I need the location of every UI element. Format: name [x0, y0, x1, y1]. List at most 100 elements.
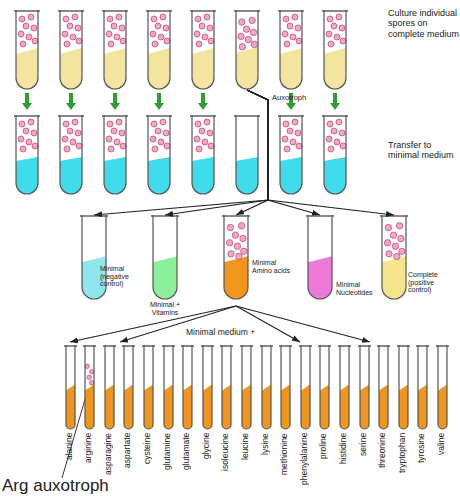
step-label: Minimal medium +: [186, 328, 255, 338]
culture-medium: [379, 385, 388, 430]
tube-lip: [318, 345, 331, 346]
culture-tube: [58, 10, 84, 89]
tube-glass: [224, 215, 248, 299]
test-tube: [318, 345, 331, 430]
spore: [90, 370, 94, 374]
tube-lip: [397, 345, 410, 346]
test-tube: [64, 345, 77, 430]
amino-acid-name: methionine: [279, 433, 292, 495]
tube-glass: [164, 345, 173, 429]
tube-glass: [382, 215, 406, 299]
culture-medium: [399, 385, 408, 430]
amino-acid-name: serine: [358, 433, 371, 495]
culture-medium: [183, 385, 192, 430]
step-label: Culture individual spores on complete me…: [388, 8, 460, 39]
culture-medium: [153, 256, 177, 299]
test-tube: [122, 345, 135, 430]
culture-medium: [382, 256, 406, 299]
spore: [87, 375, 91, 379]
minimal-tube: [190, 115, 216, 194]
test-tube-node: Minimal Amino acids: [222, 215, 250, 300]
spore: [226, 240, 232, 246]
tube-lip: [299, 345, 312, 346]
test-tube-node: serine: [358, 345, 371, 430]
culture-medium: [418, 385, 427, 430]
amino-acid-name: glutamate: [181, 433, 194, 495]
amino-acid-name: threonine: [377, 433, 390, 495]
tube-lip: [220, 345, 233, 346]
tube-glass: [308, 215, 332, 299]
step-label: Transfer to minimal medium: [388, 140, 460, 161]
tube-lip: [222, 215, 250, 216]
culture-medium: [66, 385, 75, 430]
amino-acid-name: cysteine: [142, 433, 155, 495]
tube-glass: [105, 345, 114, 429]
tube-lip: [260, 345, 273, 346]
test-tube: [103, 345, 116, 430]
connector-arrow: [94, 90, 268, 215]
spore: [250, 29, 256, 35]
culture-tube: [102, 10, 128, 89]
minimal-tube: [278, 115, 304, 194]
test-tube: [222, 215, 250, 300]
test-tube-node: glutamate: [181, 345, 194, 430]
culture-medium: [164, 385, 173, 430]
tube-label: Minimal Amino acids: [252, 259, 292, 274]
tube-lip: [436, 345, 449, 346]
tube-lip: [80, 215, 108, 216]
spore: [90, 381, 94, 385]
test-tube-node: Auxotroph: [234, 10, 260, 90]
culture-tube: [14, 10, 40, 89]
test-tube-node: lysine: [260, 345, 273, 430]
test-tube-node: alanine: [64, 345, 77, 430]
spore: [399, 248, 405, 254]
tube-glass: [203, 345, 212, 429]
culture-tube: [146, 10, 172, 89]
tube-glass: [320, 345, 329, 429]
spore: [386, 251, 392, 257]
transfer-arrow: [330, 93, 340, 110]
test-tube-node: Minimal (negative control): [80, 215, 108, 300]
test-tube: [306, 215, 334, 300]
tube-lip: [83, 345, 96, 346]
spore: [394, 253, 400, 259]
minimal-tube-no-growth: [234, 115, 260, 194]
tube-lip: [416, 345, 429, 346]
test-tube: [416, 345, 429, 430]
test-tube-node: histidine: [338, 345, 351, 430]
test-tube: [299, 345, 312, 430]
culture-tube: [190, 10, 216, 89]
spore: [245, 36, 251, 42]
amino-acid-name: aspartate: [122, 433, 135, 495]
spore: [240, 235, 246, 241]
tube-label: Minimal (negative control): [100, 265, 136, 288]
test-tube-node: Complete (positive control): [380, 215, 408, 300]
tube-glass: [153, 215, 177, 299]
culture-medium: [85, 385, 94, 430]
test-tube-node: proline: [318, 345, 331, 430]
spore: [238, 223, 244, 229]
culture-tube: [278, 10, 304, 89]
test-tube-node: glycine: [201, 345, 214, 430]
test-tube: [397, 345, 410, 430]
minimal-tube: [146, 115, 172, 194]
spore: [249, 17, 255, 23]
test-tube: [358, 345, 371, 430]
test-tube-node: arginine: [83, 345, 96, 430]
culture-medium: [236, 47, 258, 89]
spore: [85, 364, 89, 368]
connector-arrow: [236, 90, 268, 215]
amino-acid-name: glutamine: [162, 433, 175, 495]
amino-acid-name: valine: [436, 433, 449, 495]
amino-acid-name: tyrosine: [416, 433, 429, 495]
minimal-tube: [58, 115, 84, 194]
tube-lip: [279, 345, 292, 346]
tube-glass: [281, 345, 290, 429]
tube-lip: [181, 345, 194, 346]
test-tube-node: tyrosine: [416, 345, 429, 430]
spore: [243, 26, 249, 32]
amino-acid-name: phenylalanine: [299, 433, 312, 495]
transfer-arrow: [154, 93, 164, 110]
tube-lip: [64, 345, 77, 346]
